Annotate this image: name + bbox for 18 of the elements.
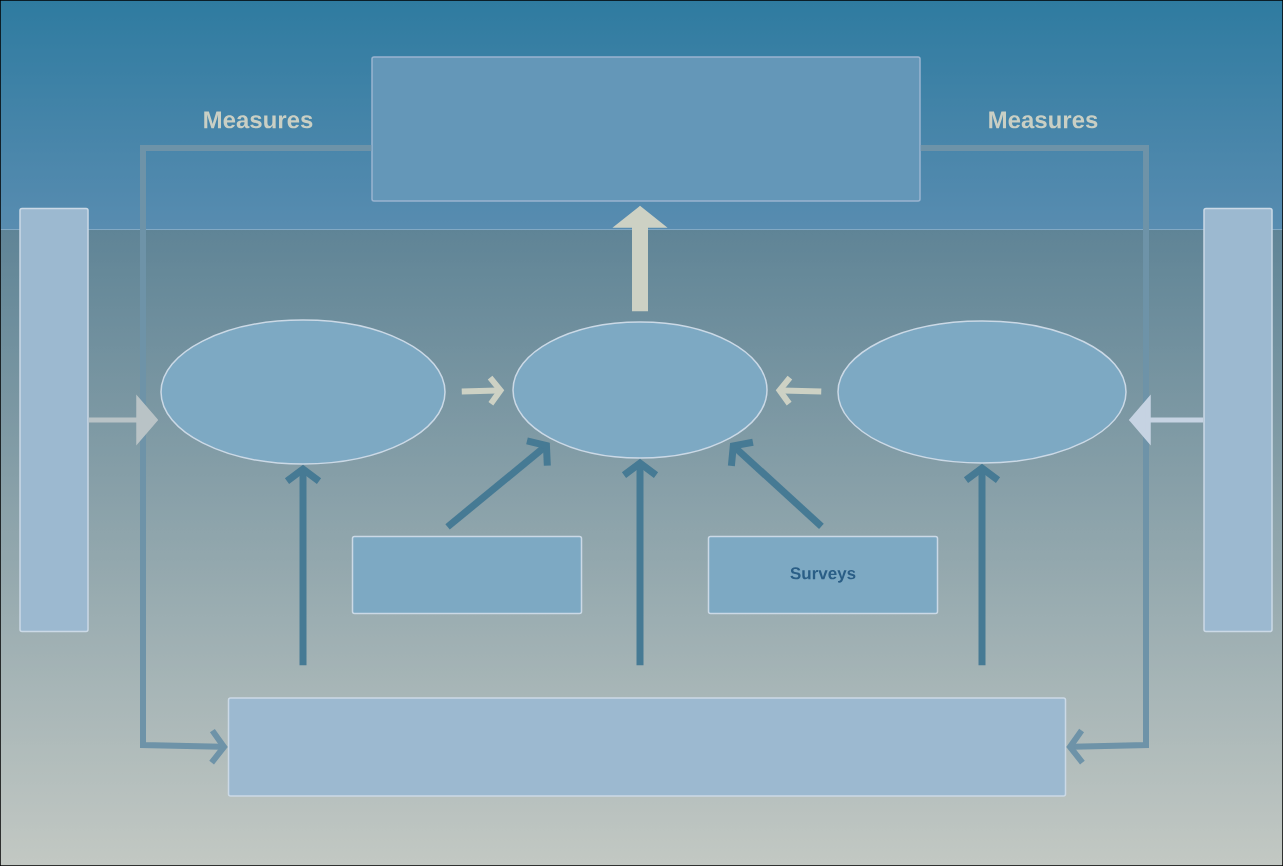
bar-shape [19,207,89,633]
ellipse-shape [512,321,768,459]
box-shape [227,697,1067,797]
arrow [284,464,322,666]
box-shape [371,56,921,202]
arrow [621,458,659,666]
arrow [445,437,551,530]
ellipse-shape [160,319,446,465]
arrow [140,145,372,765]
edge-label: Measures [989,111,1098,129]
edge-label: Measures [204,111,313,129]
box-shape [351,535,583,615]
arrow [727,438,824,529]
arrow [920,145,1149,765]
bar-shape [1203,207,1273,633]
ellipse-shape [837,320,1127,464]
arrow [963,463,1001,666]
text-box: Surveys [707,535,939,615]
